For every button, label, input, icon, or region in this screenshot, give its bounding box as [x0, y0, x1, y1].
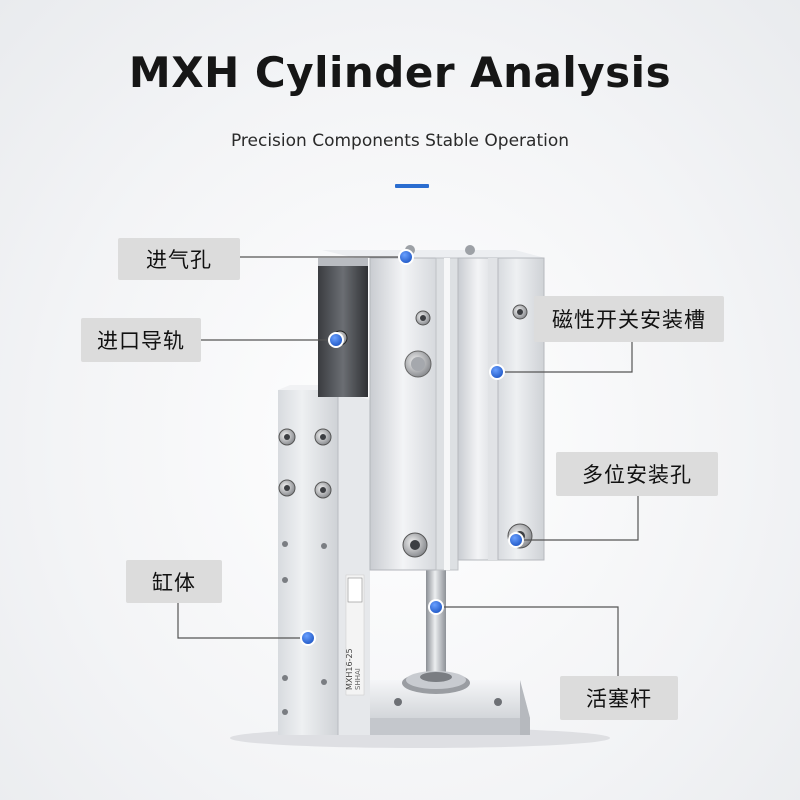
callout-switch-slot: 磁性开关安装槽: [534, 296, 724, 342]
marker-mount-holes: [508, 532, 524, 548]
leader-lines: [177, 256, 639, 680]
page-subtitle: Precision Components Stable Operation: [230, 131, 570, 151]
piston-rod-shape: [426, 560, 446, 682]
page-title: MXH Cylinder Analysis: [128, 48, 672, 97]
callout-mount-holes: 多位安装孔: [556, 452, 718, 496]
marker-cylinder-body: [300, 630, 316, 646]
marker-switch-slot: [489, 364, 505, 380]
guide-rail-shape: [318, 262, 368, 397]
base-plate: [338, 680, 530, 718]
marker-piston-rod: [428, 599, 444, 615]
callout-piston-rod: 活塞杆: [560, 676, 678, 720]
slide-table-top: [322, 250, 545, 258]
cylinder-body-shape: [278, 390, 338, 735]
body-screws: [278, 428, 332, 715]
callout-guide-rail: 进口导轨: [81, 318, 201, 362]
model-label: MXH16-25: [345, 648, 354, 690]
marker-guide-rail: [328, 332, 344, 348]
callout-cylinder-body: 缸体: [126, 560, 222, 603]
marker-air-inlet: [398, 249, 414, 265]
callout-markers: [300, 249, 524, 646]
callout-air-inlet: 进气孔: [118, 238, 240, 280]
brand-label: SHHAI: [354, 668, 362, 690]
accent-divider: [395, 184, 429, 188]
